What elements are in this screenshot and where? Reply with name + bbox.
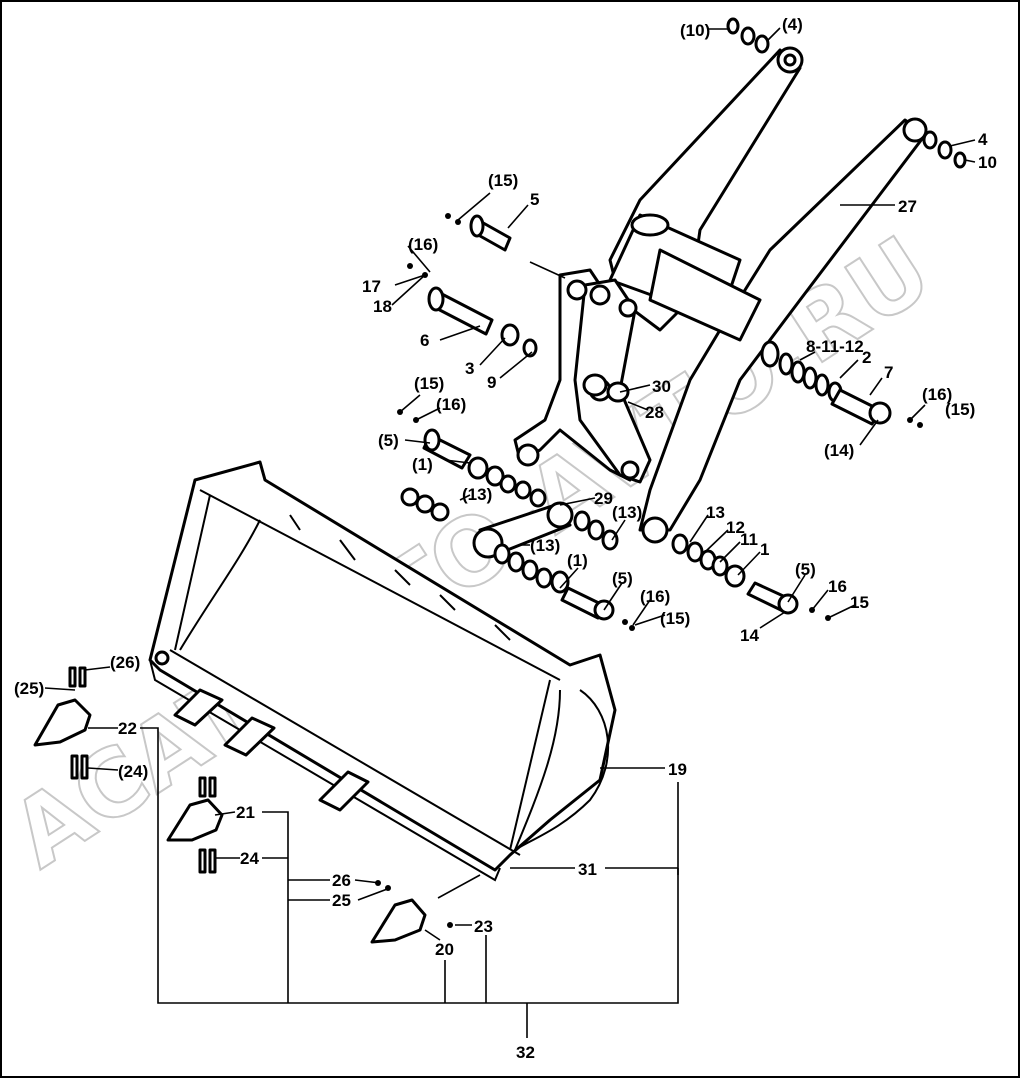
link-29 — [472, 501, 574, 559]
callout-15: 15 — [850, 593, 869, 612]
callout-27: 27 — [898, 197, 917, 216]
callout-26-paren: (26) — [110, 653, 140, 672]
callout-7: 7 — [884, 363, 893, 382]
callout-24: 24 — [240, 849, 259, 868]
callout-labels: (10) (4) 4 10 27 (15) 5 (16) 17 18 6 3 9… — [14, 15, 997, 1062]
callout-14-paren-a: (14) — [824, 441, 854, 460]
bushing-3-and-seal-9 — [500, 323, 538, 358]
callout-3: 3 — [465, 359, 474, 378]
callout-15-paren-c: (15) — [414, 374, 444, 393]
callout-18: 18 — [373, 297, 392, 316]
callout-22: 22 — [118, 719, 137, 738]
callout-1-paren-a: (1) — [412, 455, 433, 474]
callout-1-paren-b: (1) — [567, 551, 588, 570]
callout-28: 28 — [645, 403, 664, 422]
callout-13: 13 — [706, 503, 725, 522]
leader-lines — [44, 27, 976, 1038]
pin-5-upper — [469, 214, 512, 252]
callout-29: 29 — [594, 489, 613, 508]
callout-2: 2 — [862, 348, 871, 367]
callout-15-paren-b: (15) — [945, 400, 975, 419]
callout-5-paren-c: (5) — [795, 560, 816, 579]
callout-9: 9 — [487, 373, 496, 392]
callout-13-paren-c: (13) — [530, 536, 560, 555]
callout-26: 26 — [332, 871, 351, 890]
callout-32: 32 — [516, 1043, 535, 1062]
callout-16-paren-d: (16) — [640, 587, 670, 606]
callout-21: 21 — [236, 803, 255, 822]
callout-15-paren-a: (15) — [488, 171, 518, 190]
lower-pin-left — [550, 570, 615, 621]
pin-6 — [427, 286, 494, 336]
callout-16-paren-c: (16) — [436, 395, 466, 414]
callout-5-paren-a: (5) — [378, 431, 399, 450]
bucket-teeth — [173, 688, 370, 812]
tooth-21 — [166, 776, 224, 874]
callout-6: 6 — [420, 331, 429, 350]
callout-16-paren-a: (16) — [408, 235, 438, 254]
callout-25: 25 — [332, 891, 351, 910]
callout-12: 12 — [726, 518, 745, 537]
callout-16-paren-b: (16) — [922, 385, 952, 404]
tooth-22 — [33, 666, 92, 780]
callout-5: 5 — [530, 190, 539, 209]
cross-tube — [608, 213, 762, 342]
callout-17: 17 — [362, 277, 381, 296]
callout-11: 11 — [740, 530, 758, 549]
callout-1: 1 — [760, 540, 769, 559]
callout-16: 16 — [828, 577, 847, 596]
callout-14: 14 — [740, 626, 759, 645]
callout-13-paren-a: (13) — [462, 485, 492, 504]
callout-19: 19 — [668, 760, 687, 779]
callout-25-paren: (25) — [14, 679, 44, 698]
callout-5-paren-b: (5) — [612, 569, 633, 588]
callout-4-paren: (4) — [782, 15, 803, 34]
callout-20: 20 — [435, 940, 454, 959]
callout-8-11-12: 8-11-12 — [806, 337, 864, 356]
callout-4: 4 — [978, 130, 988, 149]
callout-15-paren-d: (15) — [660, 609, 690, 628]
tooth-20 — [370, 880, 453, 944]
callout-23: 23 — [474, 917, 493, 936]
bushing-30 — [582, 373, 630, 403]
callout-30: 30 — [652, 377, 671, 396]
bucket-19 — [148, 460, 617, 882]
top-pin-rings — [726, 17, 967, 169]
mid-left-cluster — [400, 428, 619, 589]
callout-13-paren-b: (13) — [612, 503, 642, 522]
right-pivot-stack — [760, 340, 892, 426]
callout-31: 31 — [578, 860, 597, 879]
callout-10: 10 — [978, 153, 997, 172]
callout-24-paren: (24) — [118, 762, 148, 781]
callout-10-paren: (10) — [680, 21, 710, 40]
right-lower-stack — [671, 533, 799, 615]
